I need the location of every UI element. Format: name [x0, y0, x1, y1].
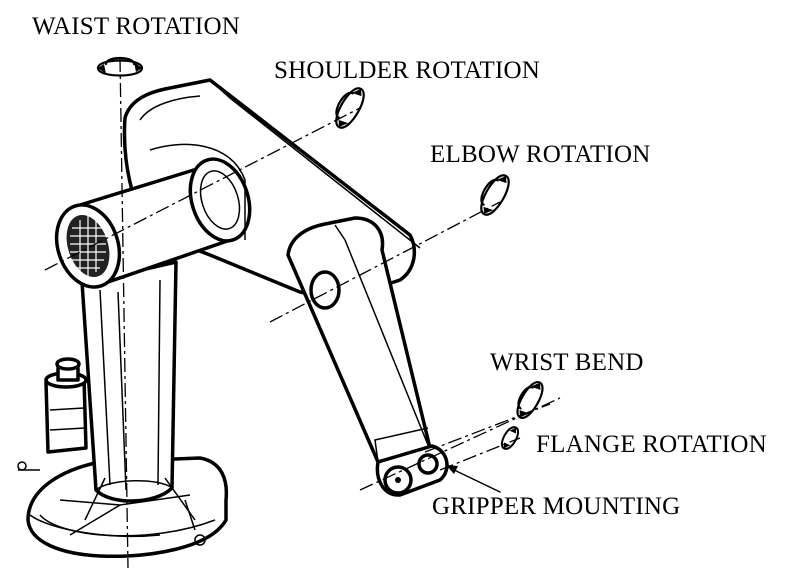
base-plate: [17, 456, 229, 558]
base-motor: [44, 357, 88, 454]
shoulder-rotation-arrow-icon: [335, 87, 365, 129]
shoulder-cylinder: [54, 143, 252, 289]
waist-rotation-label: WAIST ROTATION: [32, 13, 240, 40]
gripper-mounting-label: GRIPPER MOUNTING: [432, 493, 681, 520]
vent-grille: [66, 214, 110, 278]
gripper-leader-line: [446, 465, 501, 493]
flange-rotation-label: FLANGE ROTATION: [536, 431, 767, 458]
wrist-bend-arrow-icon: [516, 381, 544, 419]
waist-rotation-arrow-icon: [96, 56, 144, 77]
wrist-bend-label: WRIST BEND: [490, 349, 644, 376]
elbow-rotation-arrow-icon: [480, 174, 510, 216]
rotation-axes: [44, 57, 561, 569]
flange-rotation-arrow-icon: [500, 426, 520, 450]
shoulder-rotation-label: SHOULDER ROTATION: [274, 57, 540, 84]
waist-column: [80, 260, 196, 521]
elbow-rotation-label: ELBOW ROTATION: [430, 141, 651, 168]
forearm-link: [286, 216, 432, 464]
